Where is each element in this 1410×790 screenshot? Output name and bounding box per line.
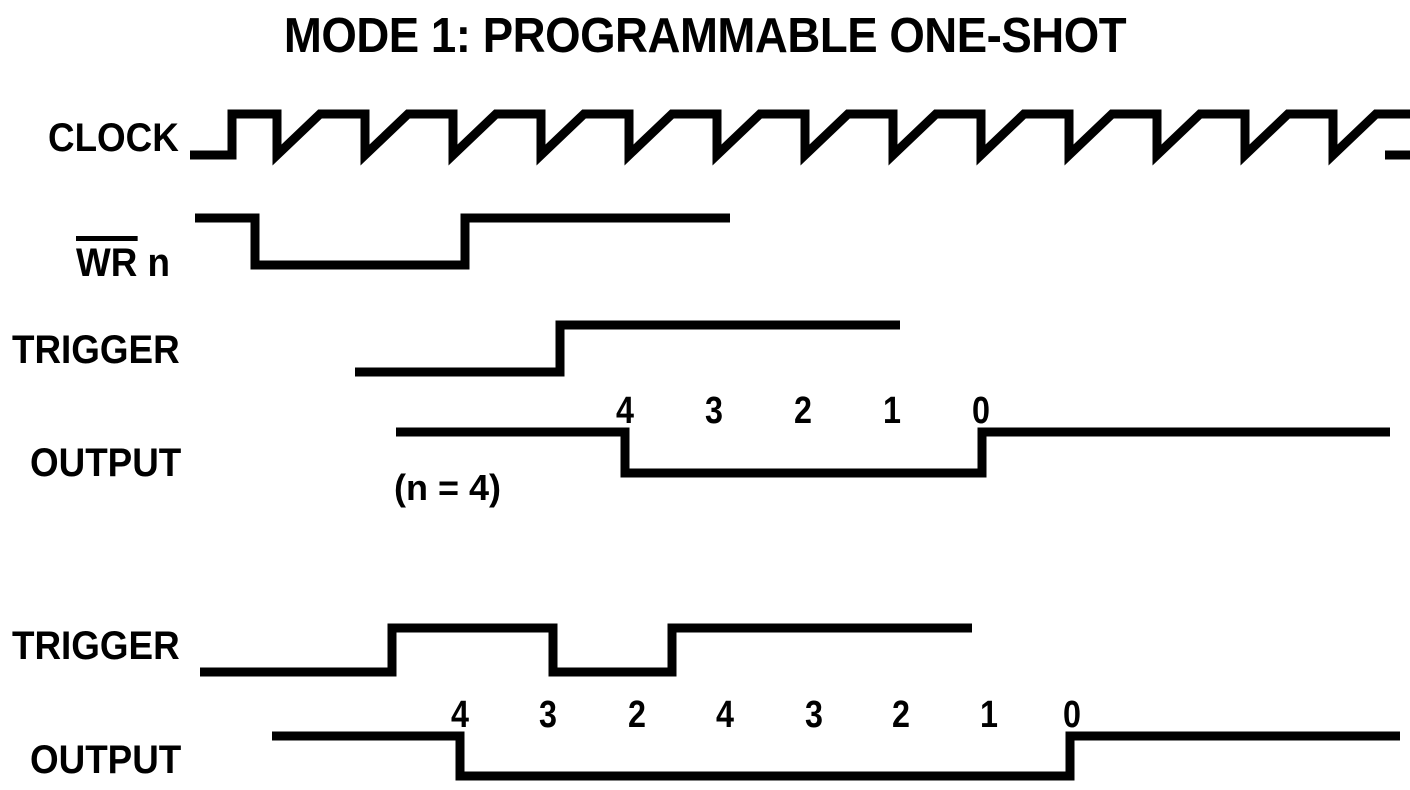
output-2-count-b0: 0 — [1063, 694, 1081, 736]
output-2-count-b3: 3 — [805, 694, 823, 736]
output-1-n-value-note: (n = 4) — [394, 467, 502, 508]
signal-label-trigger-2: TRIGGER — [12, 624, 180, 668]
output-2-count-a4: 4 — [451, 694, 469, 736]
waveform-clock — [190, 109, 1410, 166]
output-1-count-4: 4 — [616, 390, 634, 432]
signal-label-clock: CLOCK — [48, 116, 179, 160]
waveform-output-2 — [272, 731, 1400, 781]
output-2-count-b2: 2 — [892, 694, 910, 736]
signal-label-output-2: OUTPUT — [30, 738, 182, 782]
output-2-count-a2: 2 — [628, 694, 646, 736]
output-1-count-1: 1 — [883, 390, 901, 432]
output-1-count-3: 3 — [705, 390, 723, 432]
output-2-count-a3: 3 — [539, 694, 557, 736]
signal-label-trigger-1: TRIGGER — [12, 328, 180, 372]
waveform-output-1 — [396, 427, 1390, 478]
waveform-wr-n — [195, 213, 730, 270]
output-2-count-b4: 4 — [716, 694, 734, 736]
wr-overline-text: WR — [76, 236, 138, 283]
output-1-count-2: 2 — [794, 390, 812, 432]
wr-suffix-text: n — [137, 241, 171, 285]
waveform-trigger-1 — [355, 320, 900, 377]
signal-label-output-1: OUTPUT — [30, 441, 182, 485]
output-1-count-0: 0 — [972, 390, 990, 432]
signal-label-wr-n: WR n — [76, 236, 170, 283]
page-title: MODE 1: PROGRAMMABLE ONE-SHOT — [283, 9, 1127, 63]
waveform-trigger-2 — [200, 623, 972, 677]
output-2-count-b1: 1 — [980, 694, 998, 736]
